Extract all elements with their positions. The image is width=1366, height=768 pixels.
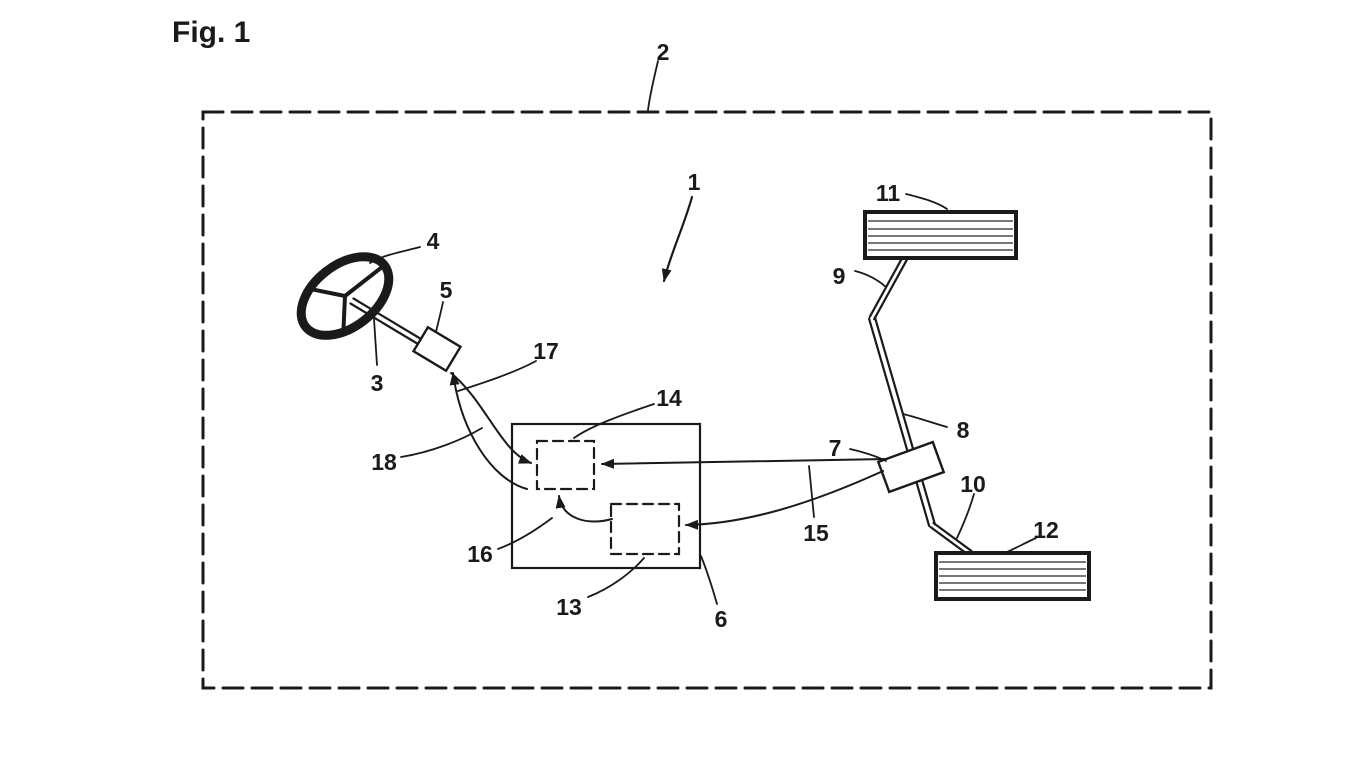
- steering-shaft-line: [352, 297, 430, 345]
- leader-line-11: [905, 193, 948, 210]
- tie-rod-lower-line: [929, 525, 970, 557]
- leader-line-10: [956, 493, 975, 539]
- ref-label-10: 10: [960, 471, 986, 497]
- steering-rack: [867, 316, 937, 527]
- steering-wheel-spoke: [306, 286, 347, 298]
- system-pointer-arrow: [661, 195, 694, 283]
- tie-rod-upper: [868, 255, 909, 321]
- ref-label-17: 17: [533, 338, 559, 364]
- road-wheel-upper: [863, 210, 1018, 260]
- signal-line-actuator-to-module14: [601, 458, 888, 469]
- leader-line-7: [849, 448, 887, 462]
- tie-rod-upper-line: [873, 258, 909, 321]
- ref-label-11: 11: [876, 180, 901, 206]
- steering-wheel-rim: [296, 252, 394, 340]
- tie-rod-lower-line: [932, 521, 973, 553]
- leader-line-14: [573, 403, 655, 439]
- figure-title: Fig. 1: [172, 16, 250, 49]
- leader-line-17: [457, 360, 537, 392]
- leader-line-2: [647, 60, 659, 111]
- ref-label-1: 1: [688, 169, 701, 195]
- signal-cable-sensor-to-ecu: [450, 372, 532, 464]
- ref-label-18: 18: [371, 449, 397, 475]
- steering-rack-line: [867, 317, 931, 527]
- control-unit-box: [510, 422, 702, 570]
- ref-label-13: 13: [556, 594, 582, 620]
- ref-label-7: 7: [829, 435, 842, 461]
- ref-label-14: 14: [656, 385, 682, 411]
- steering-actuator-rect: [876, 440, 946, 494]
- leader-line-6: [700, 555, 718, 605]
- leader-line-13: [587, 557, 645, 598]
- tie-rod-lower: [929, 521, 973, 557]
- steering-shaft: [349, 297, 430, 350]
- signal-line-actuator-to-module13: [685, 470, 884, 530]
- leader-line-9: [854, 270, 887, 288]
- steering-wheel-spoke: [341, 294, 347, 335]
- ref-label-12: 12: [1033, 517, 1059, 543]
- road-wheel-upper-tire: [863, 210, 1018, 260]
- steering-sensor-box: [411, 325, 463, 373]
- leader-line-8: [902, 413, 948, 428]
- leader-line-15: [808, 465, 815, 518]
- steering-actuator-box: [876, 440, 946, 494]
- steering-shaft-line: [349, 302, 427, 350]
- ref-label-4: 4: [427, 228, 440, 254]
- steering-rack-line: [873, 316, 937, 526]
- leader-line-12: [1006, 537, 1037, 553]
- leader-line-4: [369, 246, 421, 264]
- leader-line-5: [435, 301, 444, 333]
- internal-signal-arrow: [555, 495, 613, 523]
- ref-label-8: 8: [957, 417, 970, 443]
- ref-label-15: 15: [803, 520, 829, 546]
- ref-label-6: 6: [715, 606, 728, 632]
- road-wheel-lower: [934, 551, 1091, 601]
- ref-label-16: 16: [467, 541, 493, 567]
- internal-module-14-box: [535, 439, 596, 491]
- leader-line-3: [373, 318, 378, 366]
- ref-label-2: 2: [657, 39, 670, 65]
- ref-label-5: 5: [440, 277, 453, 303]
- steering-sensor-rect: [411, 325, 463, 373]
- leader-line-16: [497, 517, 553, 550]
- ref-label-9: 9: [833, 263, 846, 289]
- steering-wheel-spoke: [343, 264, 385, 298]
- internal-module-13-box: [609, 502, 681, 556]
- steering-wheel: [296, 252, 394, 340]
- signal-cable-ecu-to-sensor: [449, 372, 528, 490]
- vehicle-boundary-box: [201, 110, 1213, 690]
- ref-label-3: 3: [371, 370, 384, 396]
- leader-line-18: [400, 427, 483, 458]
